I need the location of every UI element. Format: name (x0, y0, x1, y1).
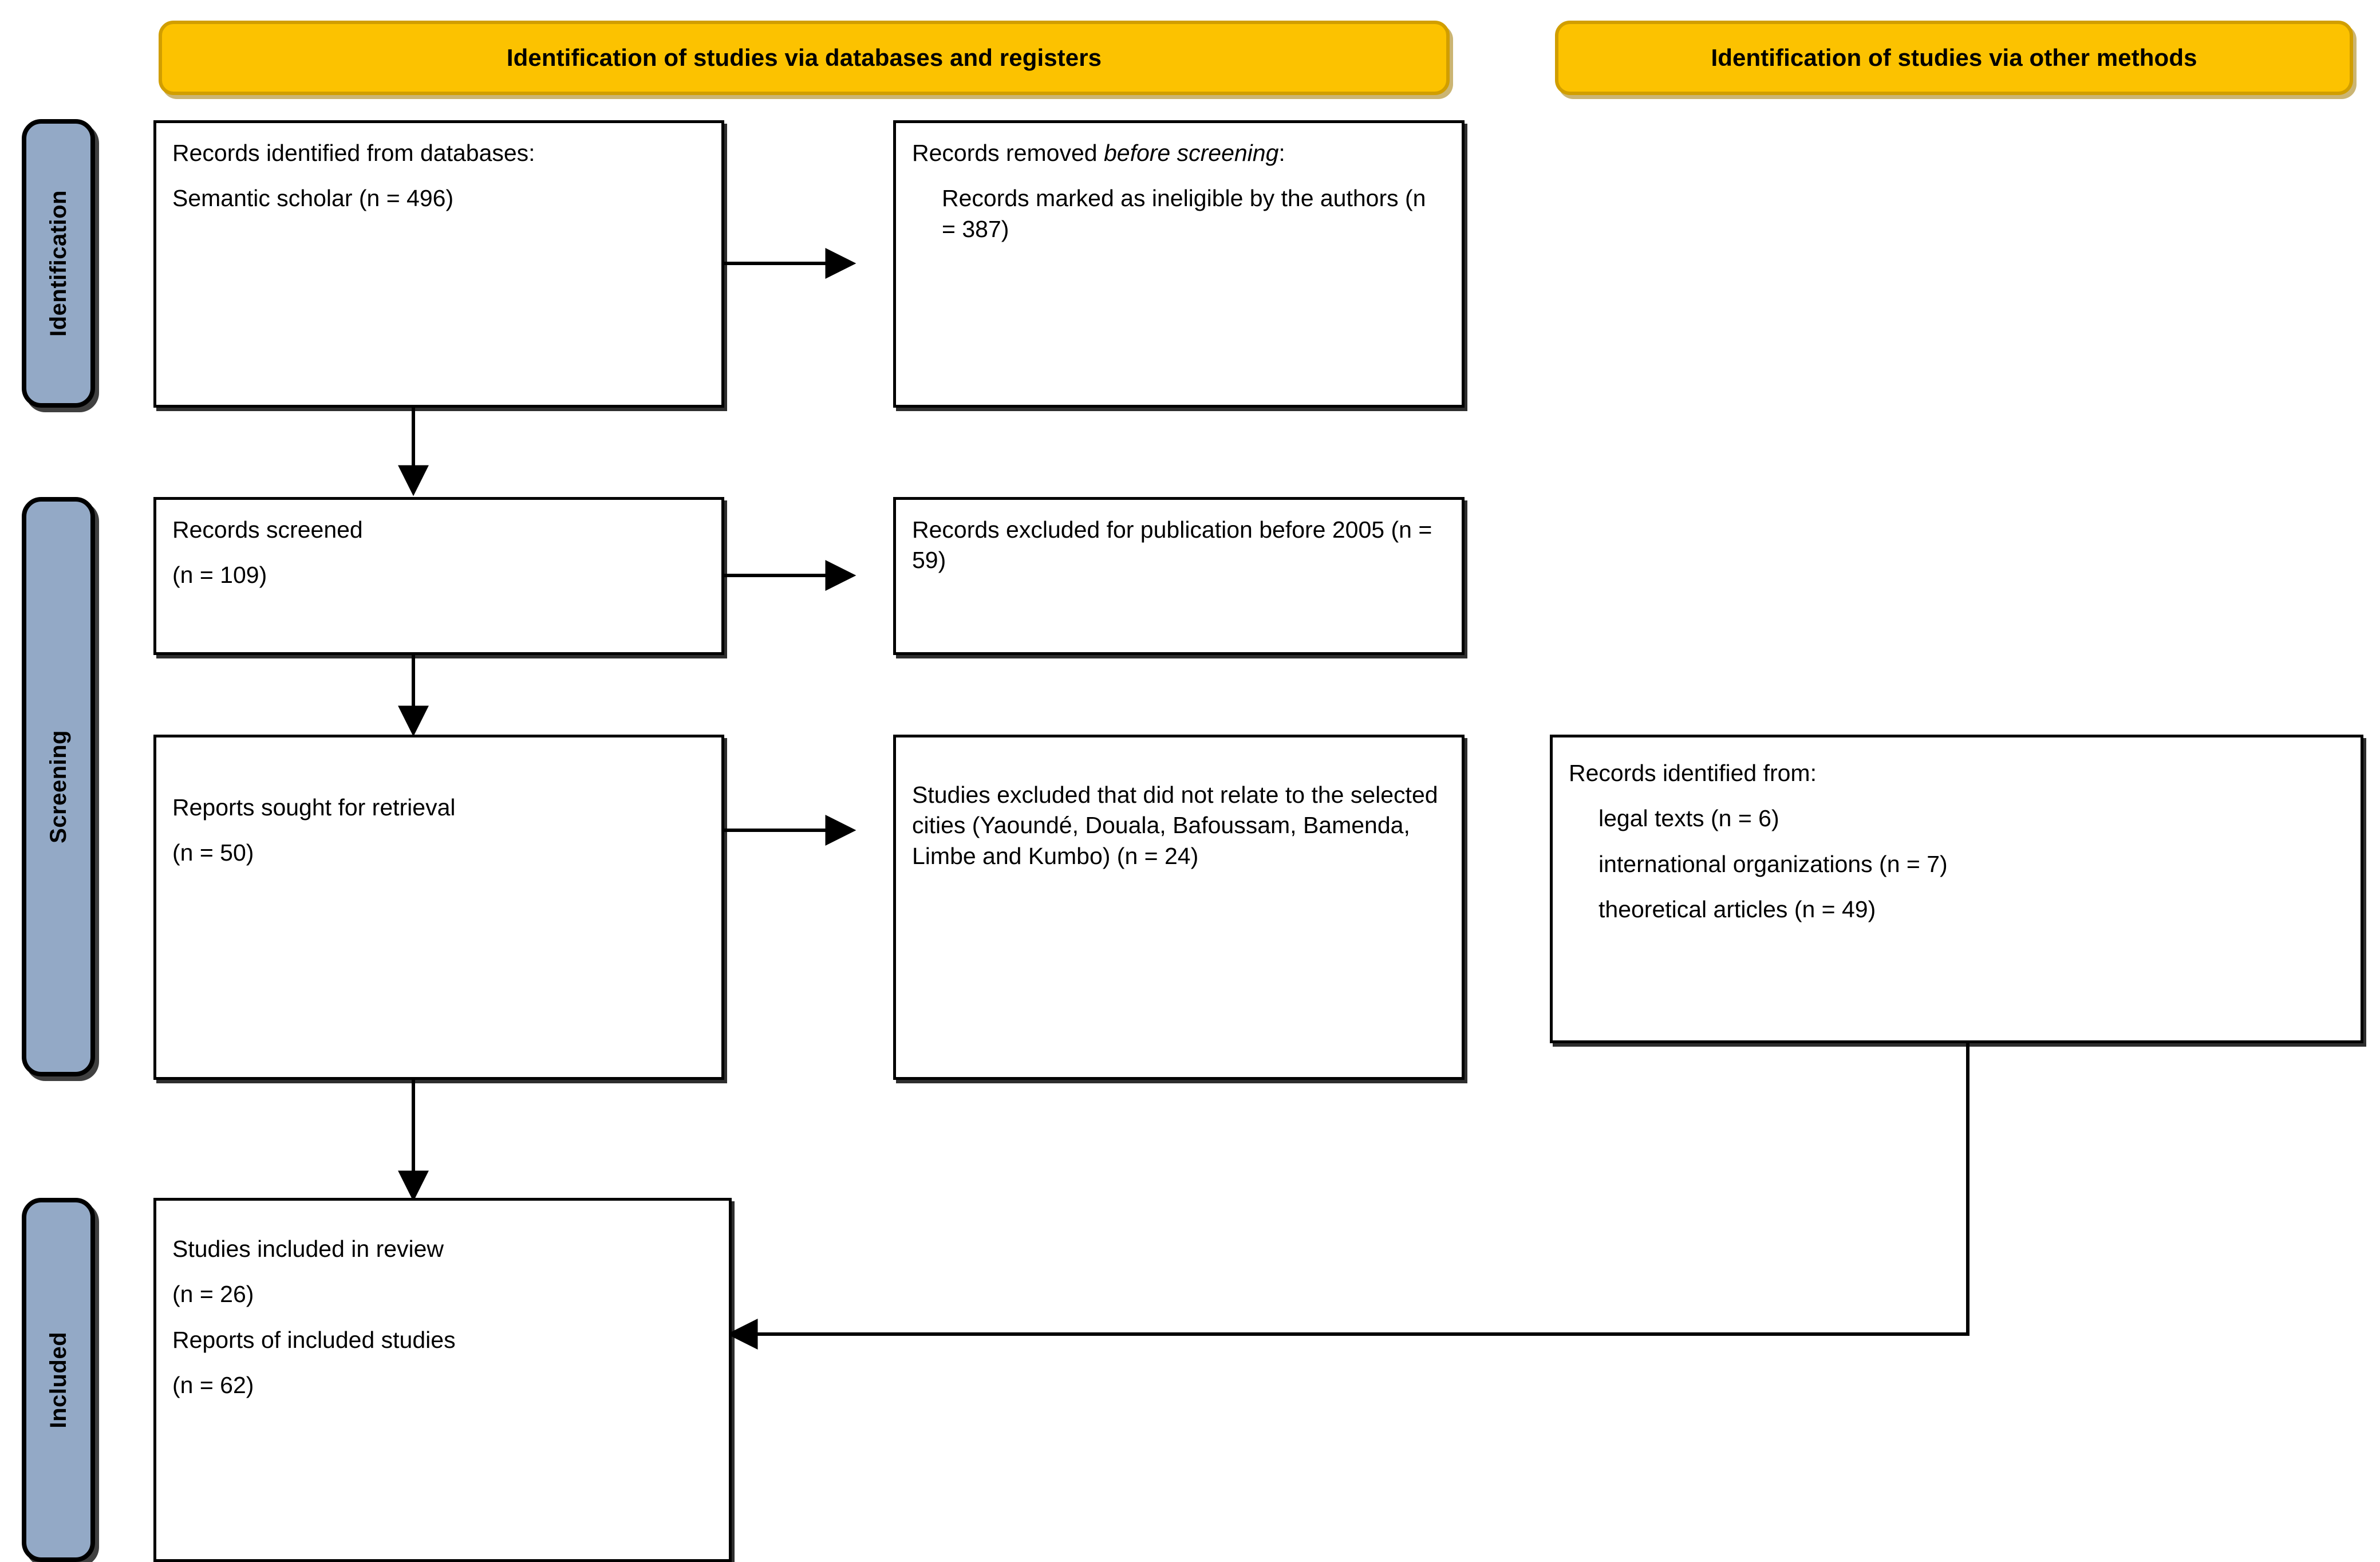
studies-included-line-1: Studies included in review (172, 1236, 444, 1262)
phase-label-identification-text: Identification (45, 190, 71, 337)
reports-sought-line-2: (n = 50) (172, 839, 254, 866)
box-studies-included-in-review: Studies included in review (n = 26) Repo… (153, 1198, 732, 1562)
box-records-identified-other-methods: Records identified from: legal texts (n … (1550, 735, 2363, 1043)
box-records-screened: Records screened (n = 109) (153, 497, 724, 655)
header-identification-other-methods: Identification of studies via other meth… (1555, 21, 2353, 95)
box-records-identified-from-databases: Records identified from databases: Seman… (153, 120, 724, 408)
box-studies-excluded-not-selected-cities: Studies excluded that did not relate to … (893, 735, 1465, 1080)
arrow-other-methods-to-included (727, 1043, 1969, 1350)
other-records-line-2: legal texts (n = 6) (1598, 805, 1779, 832)
header-identification-databases: Identification of studies via databases … (159, 21, 1450, 95)
header-databases-label: Identification of studies via databases … (506, 44, 1102, 71)
records-removed-heading: Records removed before screening: (912, 138, 1446, 168)
other-records-line-1: Records identified from: (1569, 760, 1817, 786)
records-removed-pre: Records removed (912, 140, 1104, 166)
phase-label-identification: Identification (22, 119, 95, 408)
studies-included-line-2: (n = 26) (172, 1281, 254, 1308)
box-records-excluded-before-2005: Records excluded for publication before … (893, 497, 1465, 655)
phase-label-included: Included (22, 1198, 95, 1562)
records-identified-line-1: Records identified from databases: (172, 140, 535, 166)
studies-excluded-line-1: Studies excluded that did not relate to … (912, 782, 1438, 869)
records-removed-detail: Records marked as ineligible by the auth… (942, 185, 1426, 242)
box-reports-sought-for-retrieval: Reports sought for retrieval (n = 50) (153, 735, 724, 1080)
records-screened-line-1: Records screened (172, 516, 363, 543)
box-records-removed-before-screening: Records removed before screening: Record… (893, 120, 1465, 408)
other-records-line-4: theoretical articles (n = 49) (1598, 896, 1876, 922)
studies-included-line-3: Reports of included studies (172, 1326, 456, 1353)
phase-label-screening: Screening (22, 497, 95, 1076)
other-records-line-3: international organizations (n = 7) (1598, 850, 1948, 877)
studies-included-line-4: (n = 62) (172, 1371, 254, 1398)
records-removed-post: : (1278, 140, 1285, 166)
reports-sought-line-1: Reports sought for retrieval (172, 794, 456, 821)
records-removed-emphasis: before screening (1103, 140, 1279, 166)
phase-label-screening-text: Screening (45, 730, 71, 843)
header-other-methods-label: Identification of studies via other meth… (1711, 44, 2197, 71)
records-identified-line-2: Semantic scholar (n = 496) (172, 185, 454, 212)
records-excluded-line-1: Records excluded for publication before … (912, 516, 1432, 574)
records-screened-line-2: (n = 109) (172, 562, 267, 589)
phase-label-included-text: Included (45, 1331, 71, 1429)
